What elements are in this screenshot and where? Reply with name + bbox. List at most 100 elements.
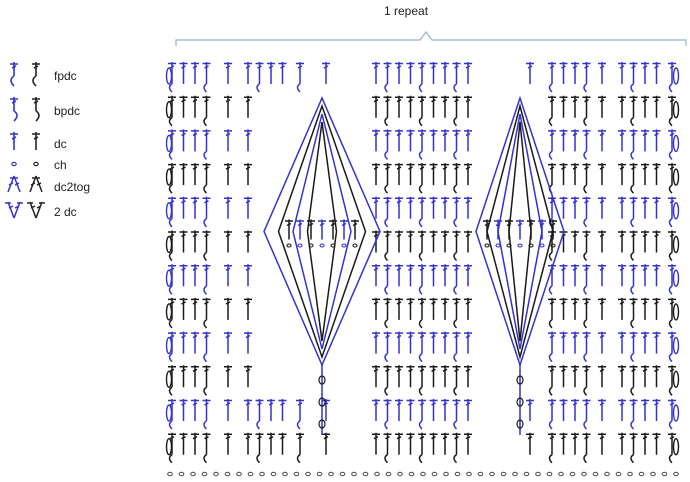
dc-stitch	[406, 399, 415, 421]
ch-stitch	[385, 471, 392, 477]
ch-stitch	[592, 471, 599, 477]
dc-stitch	[224, 163, 232, 186]
post-loop	[418, 83, 423, 93]
ch-stitch	[397, 471, 403, 477]
dc-stitch	[548, 399, 556, 421]
dc-stitch	[559, 95, 568, 118]
dc-stitch	[582, 264, 591, 287]
ch-stitch	[352, 243, 358, 248]
dc-stitch	[429, 163, 438, 186]
legend-label-dc: dc	[54, 137, 67, 151]
ch-stitch	[318, 397, 326, 407]
diamond-outline	[292, 113, 352, 350]
post-loop	[384, 150, 389, 160]
dc-stitch	[598, 432, 606, 455]
ch-stitch	[374, 471, 380, 477]
dc-stitch	[322, 399, 330, 421]
post-loop	[630, 117, 635, 127]
dc-stitch	[538, 219, 546, 240]
post-loop	[583, 285, 588, 295]
dc-stitch	[598, 129, 606, 152]
dc-stitch	[179, 297, 188, 320]
diamond-outline	[497, 113, 543, 350]
diamond-outline	[486, 103, 554, 360]
ch-stitch	[489, 471, 495, 477]
dc-stitch	[652, 264, 661, 287]
edge-loop	[672, 303, 680, 321]
chart-row	[165, 230, 680, 262]
dc-stitch	[464, 264, 472, 287]
dc-stitch	[383, 365, 392, 388]
dc-stitch	[202, 297, 211, 320]
dc-stitch	[452, 163, 461, 186]
dc-stitch	[329, 219, 337, 240]
dc-stitch	[464, 95, 472, 118]
dc-stitch	[202, 163, 211, 186]
post-loop	[384, 285, 389, 295]
dc-stitch	[629, 432, 638, 455]
ch-stitch	[224, 471, 231, 477]
post-loop	[203, 150, 208, 160]
ch-stitch	[339, 471, 346, 477]
dc-stitch	[668, 129, 676, 152]
dc-stitch	[224, 129, 232, 152]
dc-stitch	[618, 264, 626, 287]
dc-stitch	[668, 264, 676, 287]
dc-stitch	[629, 62, 638, 84]
dc-stitch	[571, 196, 579, 219]
dc-stitch	[395, 264, 403, 287]
post-loop	[668, 319, 673, 329]
post-loop	[168, 420, 173, 430]
ch-stitch	[190, 471, 196, 477]
legend-label-ch: ch	[54, 158, 67, 172]
chart-row	[165, 365, 680, 396]
post-loop	[203, 184, 208, 194]
dc-stitch	[406, 297, 415, 320]
dc-stitch	[441, 230, 449, 253]
post-loop	[583, 184, 588, 194]
edge-loop	[165, 336, 173, 355]
post-loop	[203, 83, 208, 93]
dc-stitch	[429, 399, 438, 421]
post-loop	[203, 285, 208, 295]
post-loop	[203, 319, 208, 329]
dc-stitch	[406, 129, 415, 152]
dc-stitch	[652, 365, 661, 388]
dc-stitch	[406, 331, 415, 354]
edge-loop	[165, 404, 173, 422]
dc-stitch	[244, 62, 252, 84]
dc-stitch	[429, 331, 438, 354]
post-loop	[418, 352, 423, 363]
ch-stitch	[627, 471, 633, 477]
ch-stitch	[558, 471, 564, 477]
dc-stitch	[641, 196, 649, 219]
dc-stitch	[652, 129, 661, 152]
dc-stitch	[618, 331, 626, 354]
dc-stitch	[629, 264, 638, 287]
dc-stitch	[224, 62, 232, 84]
dc-stitch	[668, 62, 676, 84]
dc-stitch	[224, 432, 232, 455]
post-loop	[583, 83, 588, 93]
post-loop	[168, 150, 173, 160]
dc-stitch	[244, 432, 252, 455]
dc-stitch	[652, 163, 661, 186]
dc-stitch	[441, 297, 449, 320]
post-loop	[453, 420, 458, 430]
ch-stitch	[293, 471, 300, 477]
dc-stitch	[406, 264, 415, 287]
dc-stitch	[618, 62, 626, 84]
dc-stitch	[179, 62, 188, 84]
post-loop	[548, 251, 553, 262]
dc-stitch	[582, 331, 591, 354]
dc-stitch	[582, 129, 591, 152]
dc-stitch	[641, 331, 649, 354]
post-loop	[168, 117, 173, 127]
dc-stitch	[406, 163, 415, 186]
ch-stitch	[539, 243, 545, 248]
dc-stitch	[191, 163, 199, 186]
dc-stitch	[255, 399, 264, 421]
chart-row	[165, 432, 680, 464]
post-loop	[668, 117, 673, 127]
dc-stitch	[641, 62, 649, 84]
